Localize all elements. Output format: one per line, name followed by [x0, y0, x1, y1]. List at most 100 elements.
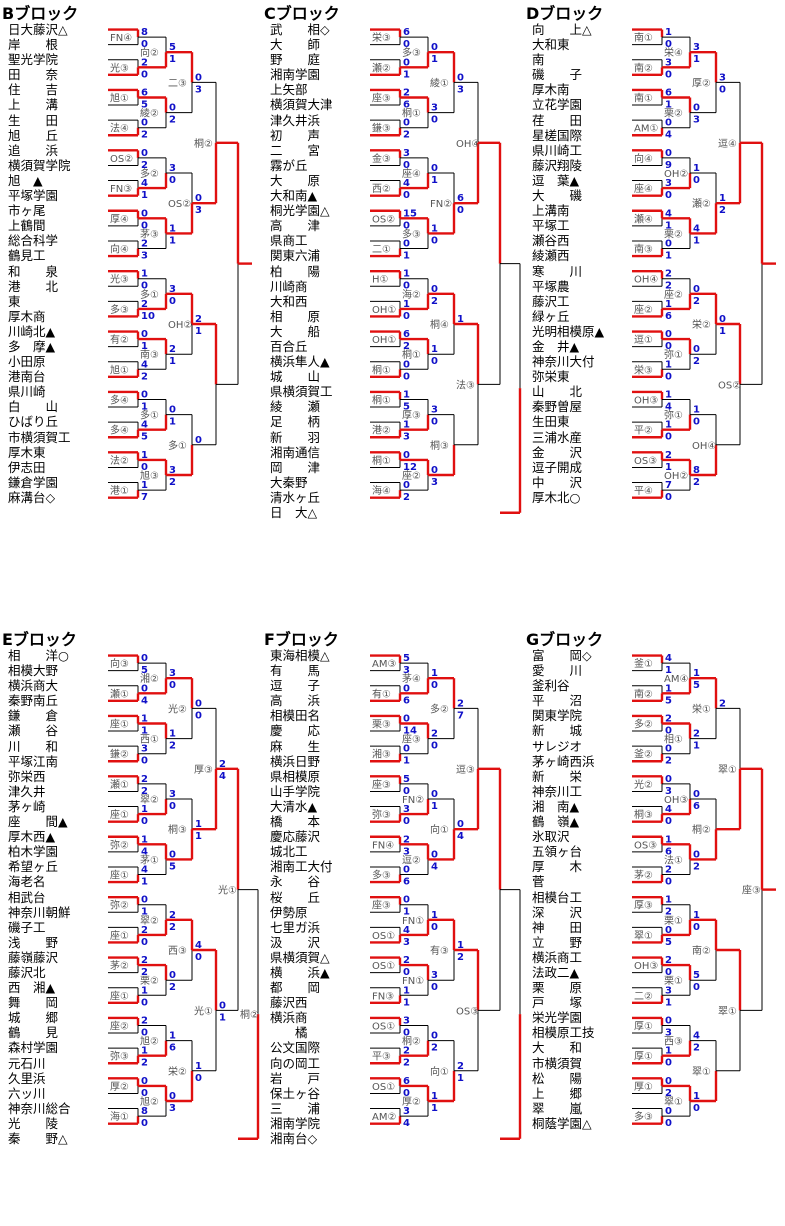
team-name: 清水ヶ丘	[270, 489, 321, 505]
venue-note: 南②	[634, 687, 653, 700]
block-e: Eブロック相 洋○相模大野横浜商大秦野南丘鎌 倉瀬 谷川 和平塚江南弥栄西津久井…	[0, 626, 262, 1226]
match-score: 0	[665, 1076, 672, 1087]
match-score: 1	[665, 834, 672, 845]
block-b: Bブロック日大藤沢△岸 根聖光学院田 奈住 吉上 溝生 田旭 丘追 浜横須賀学院…	[0, 0, 262, 600]
match-score: 1	[141, 450, 148, 461]
venue-note: 南③	[634, 243, 653, 256]
match-score: 0	[457, 819, 464, 830]
match-score: 0	[719, 84, 726, 95]
team-name: 大和東	[532, 37, 570, 53]
match-score: 1	[195, 326, 202, 337]
match-score: 0	[141, 220, 148, 231]
team-name: 弥栄西	[8, 768, 46, 784]
venue-note: 二②	[634, 991, 653, 1002]
match-score: 0	[665, 341, 672, 352]
match-score: 0	[195, 193, 202, 204]
team-name: 川崎北▲	[8, 323, 56, 339]
team-name: 鎌倉学園	[8, 474, 59, 490]
team-name: 日 大△	[270, 505, 318, 520]
venue-note: 栄③	[634, 364, 653, 376]
match-score: 2	[665, 955, 672, 966]
match-score: 2	[719, 698, 726, 709]
match-score: 4	[665, 130, 672, 141]
match-score: 0	[141, 148, 148, 159]
match-score: 0	[141, 39, 148, 50]
match-score: 0	[169, 970, 176, 981]
venue-note: 向③	[110, 657, 129, 670]
venue-note: 南②	[692, 944, 711, 957]
team-name: 氷取沢	[532, 829, 570, 845]
venue-note: 多③	[634, 1110, 653, 1123]
match-score: 0	[431, 284, 438, 295]
venue-note: 栄③	[372, 32, 391, 44]
team-name: 総合科学	[8, 233, 59, 249]
team-name: 金 沢	[532, 444, 583, 460]
venue-note: 多③	[110, 303, 129, 316]
match-score: 3	[665, 178, 672, 189]
match-score: 1	[665, 665, 672, 676]
team-name: 相模原工技	[532, 1025, 595, 1041]
venue-note: 座④	[634, 182, 653, 195]
venue-note: 栄④	[664, 47, 683, 59]
match-score: 4	[141, 359, 148, 370]
venue-note: 光③	[110, 61, 129, 74]
match-score: 4	[693, 1031, 700, 1042]
team-name: 逗 子	[270, 678, 321, 694]
team-name: 栄光学園	[532, 1010, 583, 1026]
venue-note: 翠②	[140, 794, 159, 806]
team-name: 久里浜	[8, 1070, 46, 1086]
match-score: 1	[719, 193, 726, 204]
match-score: 2	[141, 299, 148, 310]
match-score: 1	[141, 190, 148, 201]
match-score: 2	[169, 115, 176, 126]
match-score: 1	[195, 831, 202, 842]
team-name: 関東学院	[532, 708, 583, 724]
match-score: 1	[403, 269, 410, 280]
match-score: 2	[403, 130, 410, 141]
venue-note: 湘③	[372, 748, 391, 761]
team-name: 大 船	[270, 323, 321, 339]
venue-note: 茅②	[634, 870, 653, 882]
bracket-lines: 10南①30南②61南①04AM①09向④30座④41瀬④01南③22OH④16…	[632, 27, 776, 503]
match-score: 0	[403, 480, 410, 491]
match-score: 1	[403, 420, 410, 431]
team-name: 神 田	[532, 919, 583, 935]
match-score: 6	[665, 88, 672, 99]
team-name: 生田東	[532, 414, 570, 430]
venue-note: 逗①	[634, 334, 653, 346]
match-score: 0	[219, 1000, 226, 1011]
block-title: Dブロック	[526, 4, 604, 23]
team-name: 足 柄	[270, 414, 321, 430]
team-name: 新 城	[532, 723, 583, 739]
venue-note: 旭③	[140, 470, 159, 482]
match-score: 0	[431, 741, 438, 752]
match-score: 6	[457, 193, 464, 204]
venue-note: FN②	[402, 795, 424, 806]
match-score: 0	[141, 756, 148, 767]
block-title: Eブロック	[2, 630, 77, 649]
team-name: 綾 瀬	[270, 399, 321, 415]
venue-note: 座③	[742, 884, 761, 897]
venue-note: 海②	[402, 288, 421, 301]
venue-note: 逗④	[718, 138, 737, 150]
match-score: 0	[403, 1028, 410, 1039]
match-score: 2	[403, 492, 410, 503]
match-score: 0	[431, 235, 438, 246]
venue-note: 桐②	[692, 823, 711, 836]
team-name: 松 陽	[532, 1070, 583, 1086]
match-score: 2	[665, 714, 672, 725]
venue-note: 座①	[110, 718, 129, 731]
match-score: 1	[431, 344, 438, 355]
team-name: 上矢部	[270, 82, 308, 98]
match-score: 0	[665, 329, 672, 340]
match-score: 0	[169, 801, 176, 812]
venue-note: 座①	[110, 929, 129, 942]
match-score: 1	[141, 834, 148, 845]
team-name: 桐光学園△	[270, 203, 330, 219]
team-name: 向の岡工	[270, 1055, 321, 1071]
match-score: 1	[403, 997, 410, 1008]
match-score: 0	[665, 816, 672, 827]
team-name: 瀬 谷	[8, 723, 59, 739]
venue-note: OH②	[664, 169, 688, 180]
match-score: 0	[141, 653, 148, 664]
